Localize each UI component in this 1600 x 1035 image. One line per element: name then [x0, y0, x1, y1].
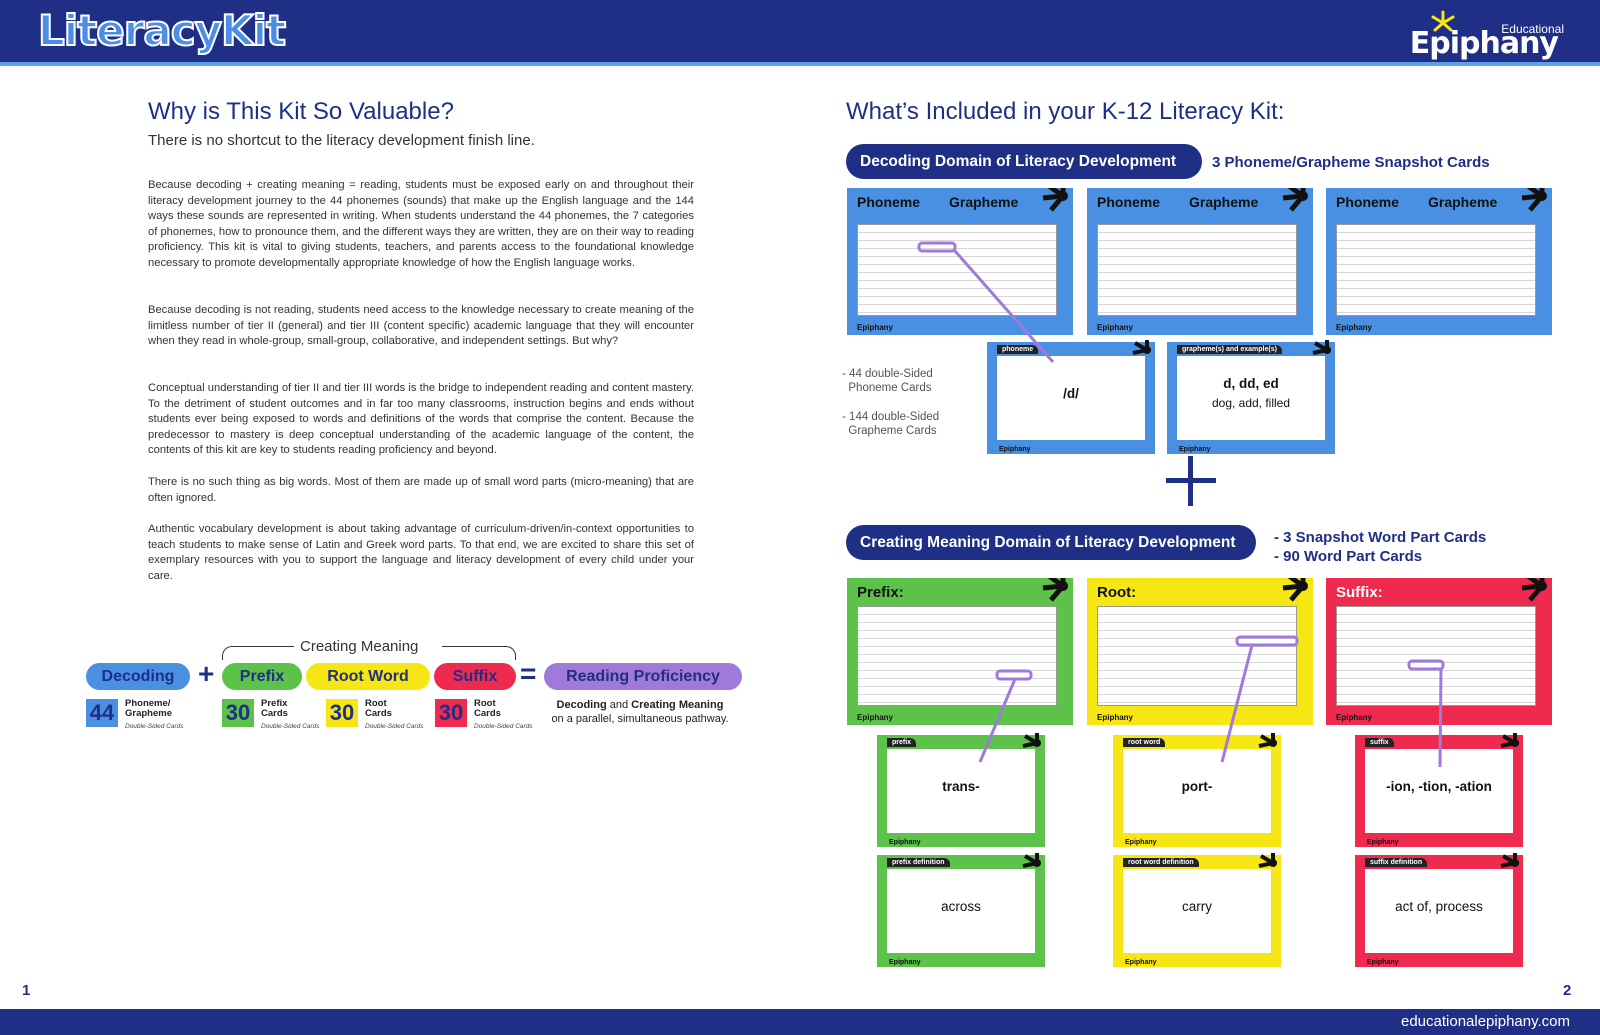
- sunburst-icon: [1500, 853, 1519, 868]
- sunburst-icon: [1258, 733, 1277, 748]
- sunburst-icon: [1521, 188, 1547, 212]
- grapheme-example-card: grapheme(s) and example(s) d, dd, ed dog…: [1167, 340, 1335, 454]
- count-prefix: 30: [222, 699, 254, 727]
- sunburst-icon: [1022, 853, 1041, 868]
- sunburst-icon: [1132, 340, 1151, 355]
- paragraph-1: Because decoding + creating meaning = re…: [148, 179, 694, 269]
- suffix-word-card: suffix -ion, -tion, -ation Epiphany: [1355, 733, 1523, 847]
- sunburst-icon: [1282, 578, 1308, 602]
- root-snapshot-card: Root: Epiphany: [1087, 578, 1313, 725]
- left-page-subtitle: There is no shortcut to the literacy dev…: [148, 132, 535, 149]
- creating-meaning-label: Creating Meaning: [300, 638, 419, 655]
- phoneme-card-count: - 44 double-Sided Phoneme Cards: [842, 368, 933, 394]
- website-url[interactable]: educationalepiphany.com: [1400, 1013, 1570, 1030]
- root-word-pill: Root Word: [306, 663, 430, 690]
- left-page-title: Why is This Kit So Valuable?: [148, 98, 454, 125]
- educational-epiphany-logo: Educational Epiphany: [1394, 8, 1564, 61]
- sunburst-icon: [1022, 733, 1041, 748]
- paragraph-3: Conceptual understanding of tier II and …: [148, 382, 694, 457]
- sunburst-icon: [1312, 340, 1331, 355]
- logo-educational: Educational: [1501, 22, 1564, 36]
- count-root: 30: [326, 699, 358, 727]
- right-page-title: What’s Included in your K-12 Literacy Ki…: [846, 98, 1285, 125]
- suffix-definition-card: suffix definition act of, process Epipha…: [1355, 853, 1523, 967]
- paragraph-4: There is no such thing as big words. Mos…: [148, 476, 694, 504]
- plus-sign: +: [198, 658, 215, 689]
- suffix-pill: Suffix: [434, 663, 516, 690]
- sunburst-icon: [1282, 188, 1308, 212]
- root-definition-card: root word definition carry Epiphany: [1113, 853, 1281, 967]
- bottom-banner: educationalepiphany.com: [0, 1009, 1600, 1035]
- creating-meaning-counts: - 3 Snapshot Word Part Cards- 90 Word Pa…: [1274, 529, 1487, 565]
- spark-icon: [1431, 10, 1455, 32]
- count-suffix: 30: [435, 699, 467, 727]
- sunburst-icon: [1258, 853, 1277, 868]
- top-banner: LiteracyKit Educational Epiphany: [0, 0, 1600, 66]
- sunburst-icon: [1042, 188, 1068, 212]
- phoneme-example-card: phoneme /d/ Epiphany: [987, 340, 1155, 454]
- literacy-kit-logo: LiteracyKit: [37, 5, 287, 56]
- prefix-word-card: prefix trans- Epiphany: [877, 733, 1045, 847]
- sunburst-icon: [1042, 578, 1068, 602]
- decoding-domain-pill: Decoding Domain of Literacy Development: [846, 144, 1202, 179]
- equals-sign: =: [520, 658, 537, 689]
- reading-proficiency-pill: Reading Proficiency: [544, 663, 742, 690]
- page-number-right: 2: [1563, 982, 1572, 999]
- suffix-snapshot-card: Suffix: Epiphany: [1326, 578, 1552, 725]
- root-word-card: root word port- Epiphany: [1113, 733, 1281, 847]
- paragraph-2: Because decoding is not reading, student…: [148, 304, 694, 348]
- prefix-pill: Prefix: [222, 663, 302, 690]
- sunburst-icon: [1521, 578, 1547, 602]
- prefix-snapshot-card: Prefix: Epiphany: [847, 578, 1073, 725]
- prefix-definition-card: prefix definition across Epiphany: [877, 853, 1045, 967]
- decoding-pill: Decoding: [86, 663, 190, 690]
- grapheme-card-count: - 144 double-Sided Grapheme Cards: [842, 411, 940, 437]
- page-number-left: 1: [22, 982, 31, 999]
- count-decoding: 44: [86, 699, 118, 727]
- plus-icon: [1166, 456, 1216, 506]
- sunburst-icon: [1500, 733, 1519, 748]
- logo-epiphany: Epiphany: [1409, 26, 1559, 61]
- creating-meaning-domain-pill: Creating Meaning Domain of Literacy Deve…: [846, 525, 1256, 560]
- paragraph-5: Authentic vocabulary development is abou…: [148, 523, 694, 582]
- decoding-domain-count: 3 Phoneme/Grapheme Snapshot Cards: [1212, 154, 1490, 171]
